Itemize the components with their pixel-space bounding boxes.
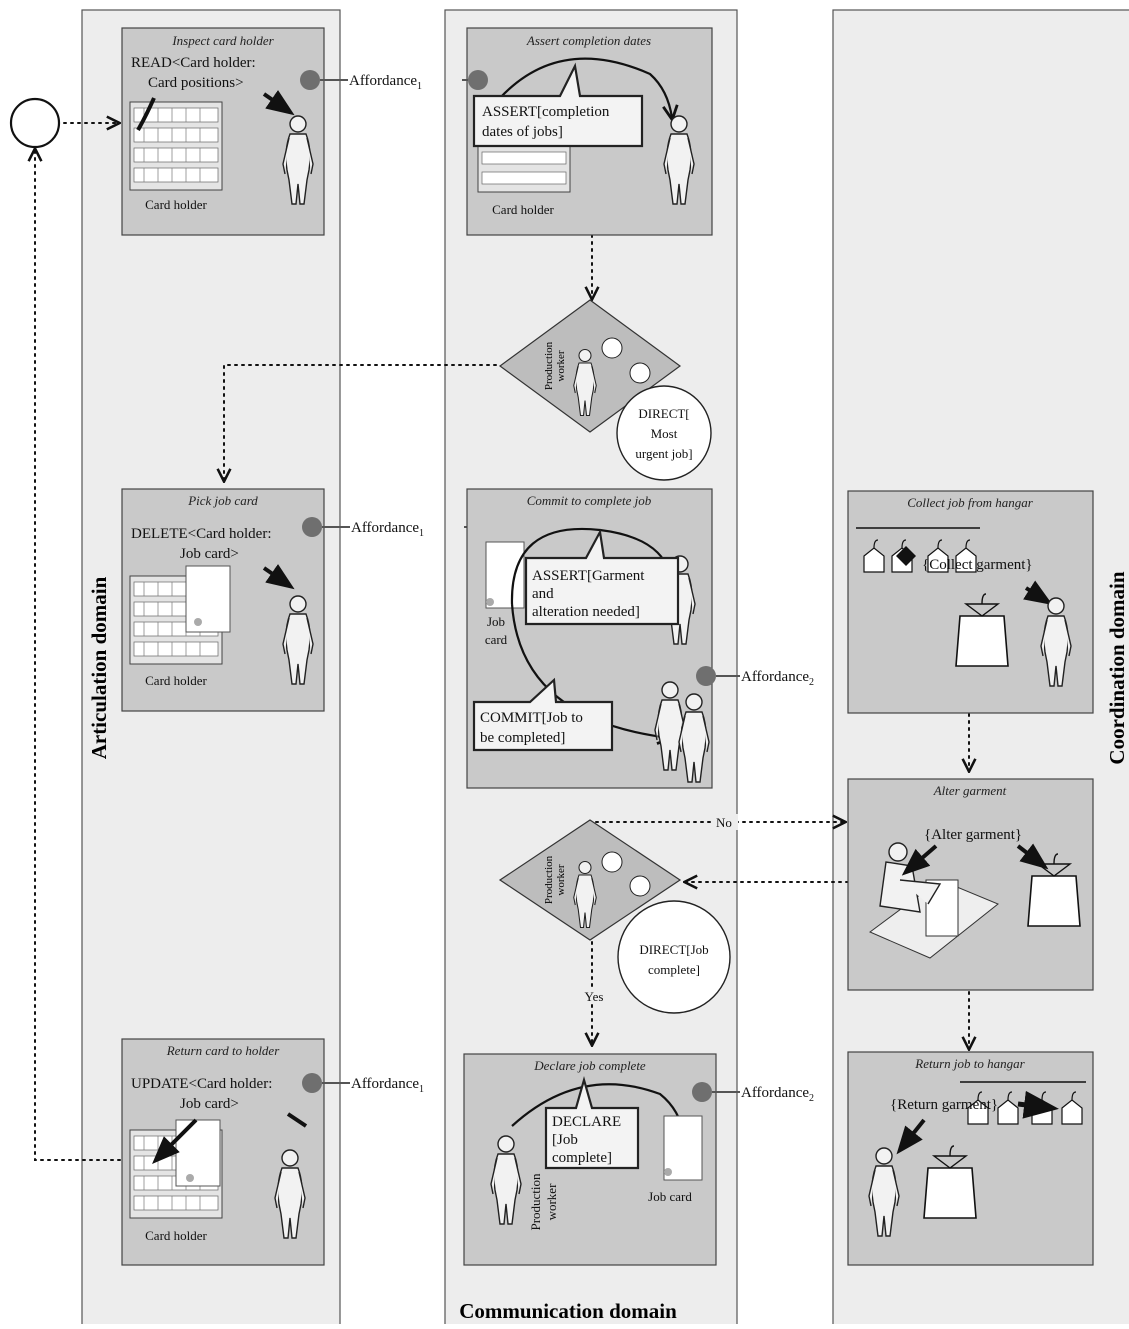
affordance2-label-bottom: Affordance2 [741,1085,814,1104]
card-return-card-to-holder: Return card to holder UPDATE<Card holder… [121,1038,325,1266]
decision-production-worker-2: Production worker DIRECT[Job complete] [498,819,731,1014]
job-card-icon [175,1119,221,1187]
svg-text:Job card>: Job card> [180,1096,239,1112]
delete-op-line2: Job card> [180,546,239,562]
card-inspect-card-holder: Inspect card holder READ<Card holder: Ca… [121,27,325,236]
card-return-job-to-hangar: Return job to hangar {Return garment} [847,1051,1094,1266]
svg-text:DECLARE: DECLARE [552,1114,621,1130]
flow-decision1-to-pick [224,364,497,480]
card-assert-completion-dates: Assert completion dates Card holder ASSE… [466,27,713,236]
branch-no-label: No [716,815,732,830]
delete-op-line1: DELETE<Card holder: [131,526,272,542]
svg-text:Most: Most [651,426,678,441]
role-label-line1: Production [543,341,555,390]
direct-bubble [616,385,712,481]
alter-action: {Alter garment} [924,827,1022,843]
svg-text:and: and [532,586,554,602]
job-card-icon [485,541,525,609]
job-card-icon [185,565,231,633]
return-action: {Return garment} [890,1097,998,1113]
svg-text:UPDATE<Card holder:: UPDATE<Card holder: [131,1076,272,1092]
card-title: Commit to complete job [527,493,652,508]
svg-text:worker: worker [544,1183,559,1220]
decision-production-worker-1: Production worker DIRECT[ Most urgent jo… [498,299,712,481]
coordination-domain-label: Coordination domain [1105,571,1129,764]
card-holder-caption: Card holder [492,202,554,217]
svg-text:complete]: complete] [648,962,700,977]
card-title: Alter garment [933,783,1007,798]
svg-text:urgent job]: urgent job] [635,446,692,461]
svg-text:card: card [485,632,508,647]
assert-bubble-line1: ASSERT[completion [482,104,610,120]
svg-text:be completed]: be completed] [480,730,565,746]
start-node [9,97,61,149]
articulation-domain-label: Articulation domain [87,576,111,759]
card-title: Assert completion dates [526,33,651,48]
svg-text:Job card: Job card [648,1189,692,1204]
svg-text:Production: Production [543,855,555,904]
flow-return-card-to-start [35,150,121,1161]
card-alter-garment: Alter garment {Alter garment} [847,778,1094,991]
card-title: Collect job from hangar [907,495,1033,510]
card-holder-caption: Card holder [145,673,207,688]
affordance1-label-top: Affordance1 [349,73,422,92]
card-title: Return card to holder [166,1043,280,1058]
card-declare-job-complete: Declare job complete Job card Production… [463,1053,717,1266]
direct-bubble [617,900,731,1014]
assert-bubble-line2: dates of jobs] [482,124,563,140]
svg-text:alteration needed]: alteration needed] [532,604,640,620]
svg-text:DIRECT[Job: DIRECT[Job [639,942,708,957]
card-title: Declare job complete [533,1058,646,1073]
card-commit-to-complete-job: Commit to complete job Job card ASSERT[G… [466,488,713,789]
card-title: Pick job card [187,493,258,508]
svg-text:complete]: complete] [552,1150,612,1166]
svg-text:Production: Production [528,1173,543,1231]
affordance2-label-middle: Affordance2 [741,669,814,688]
card-title: Return job to hangar [914,1056,1025,1071]
card-collect-job-from-hangar: Collect job from hangar {Collect garment… [847,490,1094,714]
svg-text:Job: Job [487,614,505,629]
svg-text:DIRECT[: DIRECT[ [638,406,689,421]
svg-text:ASSERT[Garment: ASSERT[Garment [532,568,645,584]
read-op-line1: READ<Card holder: [131,55,256,71]
affordance1-label-middle: Affordance1 [351,520,424,539]
svg-text:worker: worker [555,864,567,895]
card-title: Inspect card holder [171,33,274,48]
svg-text:COMMIT[Job to: COMMIT[Job to [480,710,583,726]
svg-text:Card holder: Card holder [145,1228,207,1243]
card-holder-caption: Card holder [145,197,207,212]
collect-action: {Collect garment} [922,557,1033,573]
communication-domain-label: Communication domain [459,1299,677,1323]
affordance1-label-bottom: Affordance1 [351,1076,424,1095]
card-pick-job-card: Pick job card DELETE<Card holder: Job ca… [121,488,325,712]
svg-text:[Job: [Job [552,1132,578,1148]
branch-yes-label: Yes [585,989,604,1004]
role-label-line2: worker [555,350,567,381]
read-op-line2: Card positions> [148,75,244,91]
